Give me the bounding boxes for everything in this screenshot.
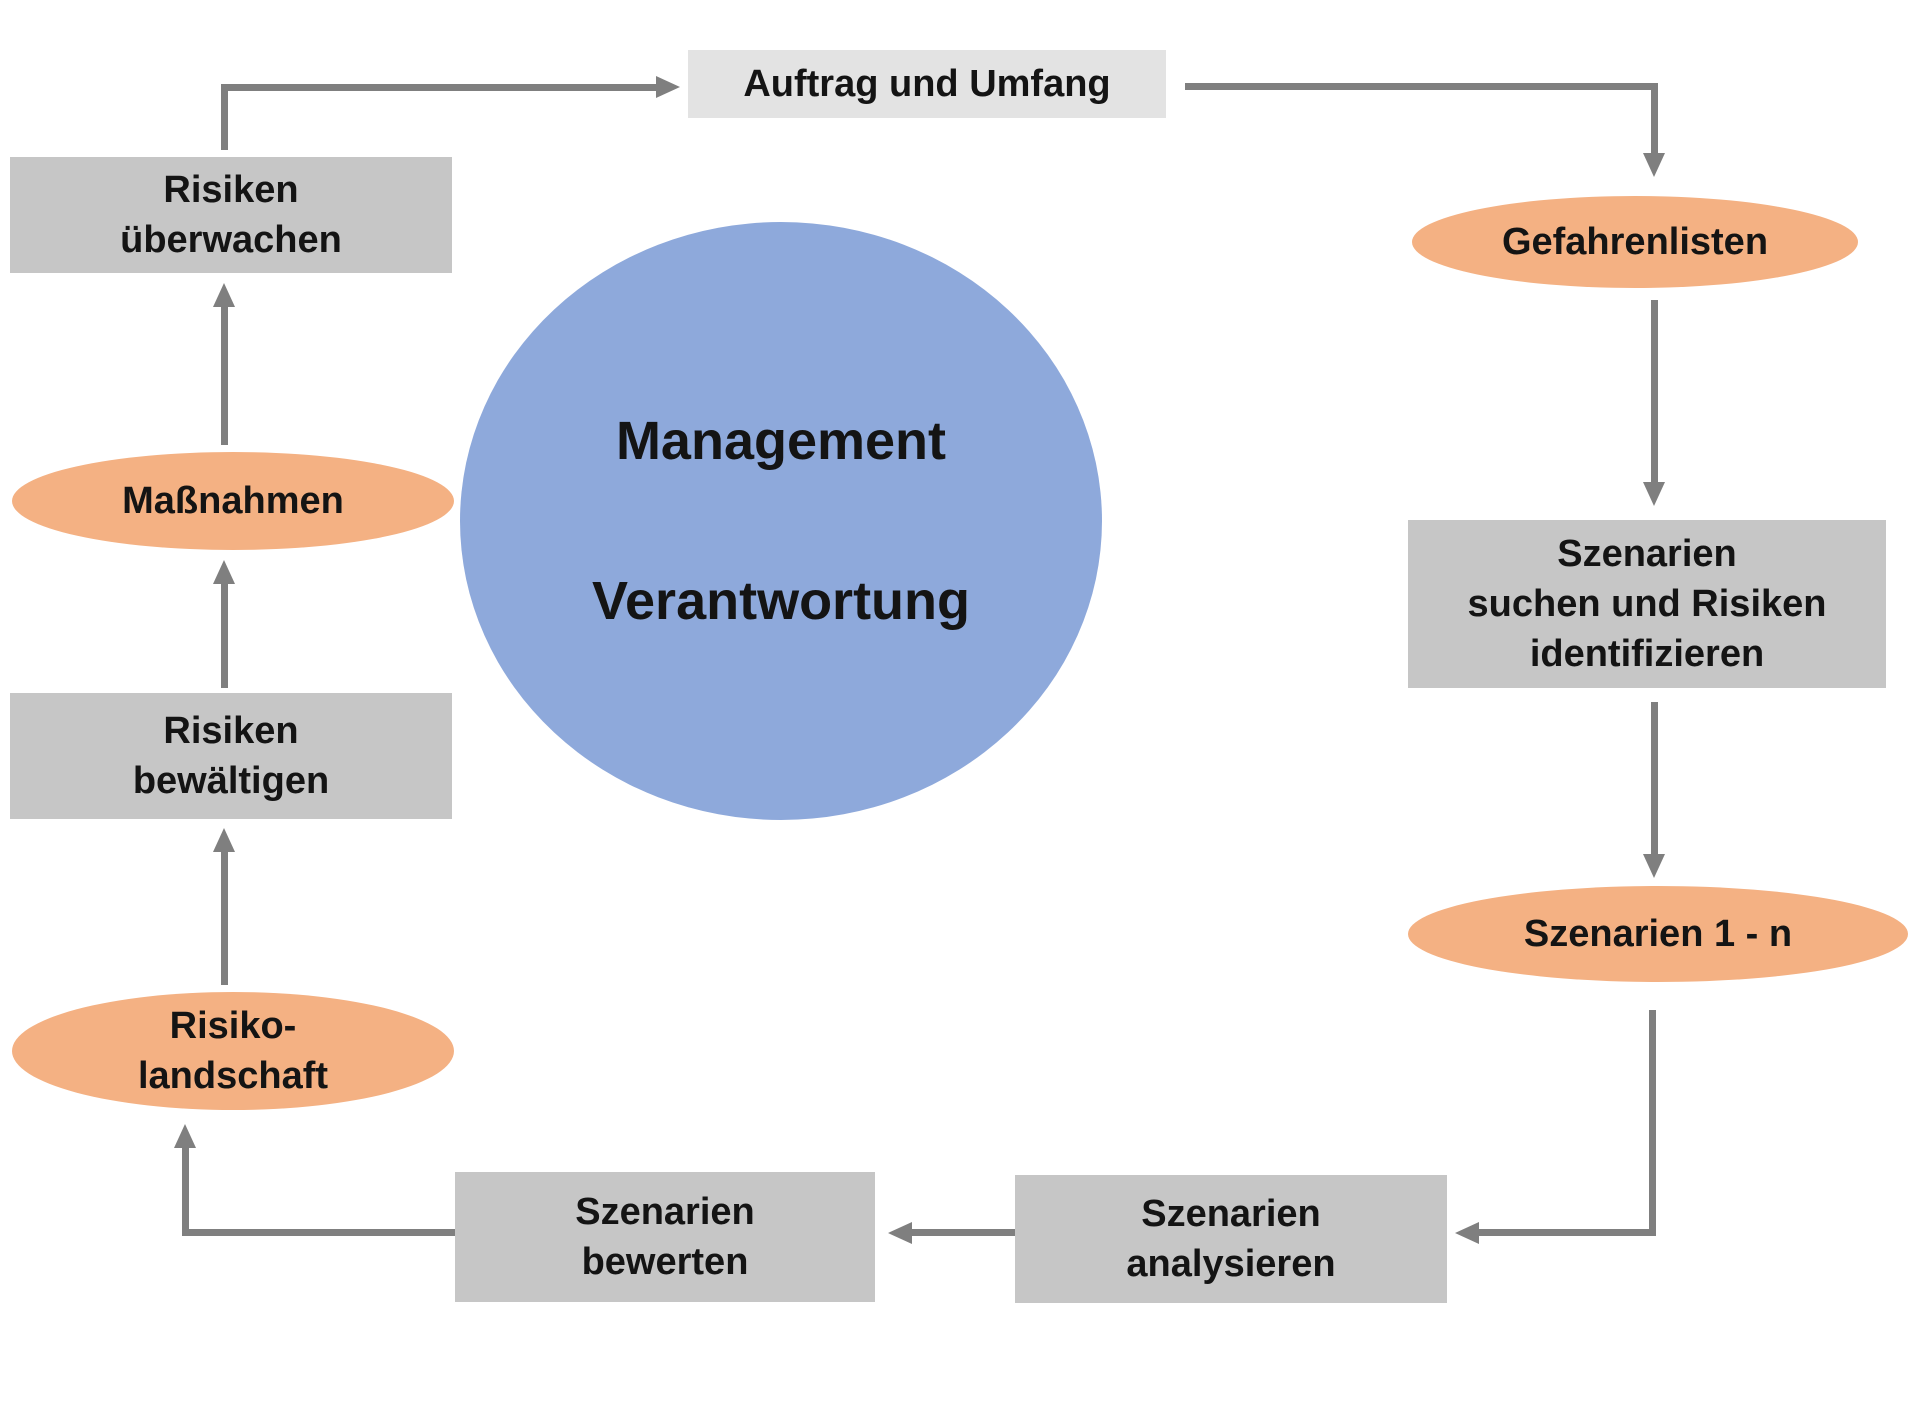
center-label-verantwortung: Verantwortung	[591, 571, 971, 631]
center-label-management: Management	[615, 411, 947, 471]
node-label: Szenarien suchen und Risiken identifizie…	[1467, 532, 1827, 676]
node-label: Risiken überwachen	[120, 168, 342, 261]
node-label: Szenarien 1 - n	[1523, 912, 1793, 955]
node-label: Risiken bewältigen	[132, 709, 330, 802]
node-szenarien-analysieren: Szenarien analysieren	[1015, 1175, 1447, 1303]
node-szenarien-1-n: Szenarien 1 - n	[1408, 886, 1908, 982]
node-label: Risiko- landschaft	[137, 1004, 329, 1097]
node-szenarien-bewerten: Szenarien bewerten	[455, 1172, 875, 1302]
node-risikolandschaft: Risiko- landschaft	[12, 992, 454, 1110]
node-label: Auftrag und Umfang	[743, 62, 1111, 105]
node-auftrag-und-umfang: Auftrag und Umfang	[688, 50, 1166, 118]
node-risiken-bewaeltigen: Risiken bewältigen	[10, 693, 452, 819]
node-gefahrenlisten: Gefahrenlisten	[1412, 196, 1858, 288]
node-label: Gefahrenlisten	[1501, 220, 1769, 263]
node-label: Maßnahmen	[122, 479, 344, 522]
node-label: Szenarien analysieren	[1126, 1192, 1336, 1285]
node-label: Szenarien bewerten	[575, 1190, 755, 1283]
node-massnahmen: Maßnahmen	[12, 452, 454, 550]
node-risiken-ueberwachen: Risiken überwachen	[10, 157, 452, 273]
node-szenarien-suchen: Szenarien suchen und Risiken identifizie…	[1408, 520, 1886, 688]
center-circle: Management Verantwortung	[460, 222, 1102, 820]
